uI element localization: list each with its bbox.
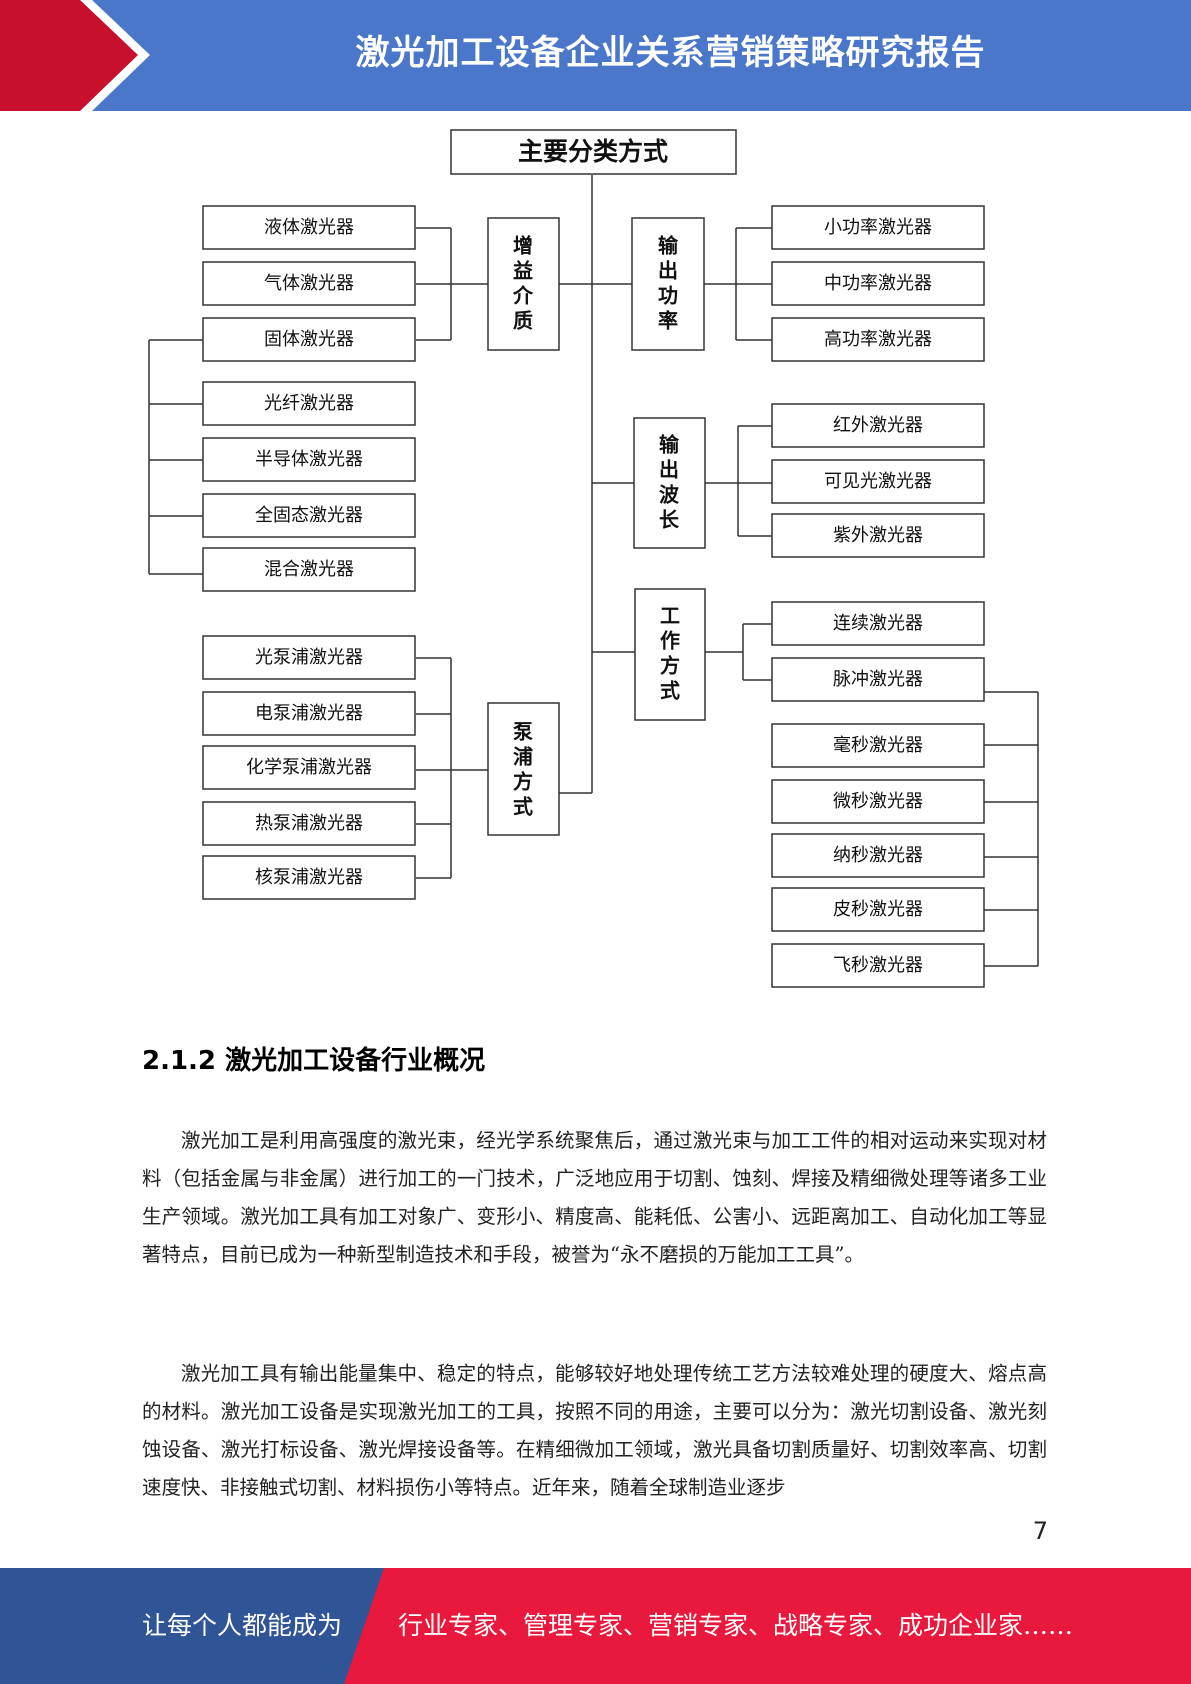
leaf-node-pump-method: 核泵浦激光器 (202, 855, 416, 900)
leaf-node-work-mode: 脉冲激光器 (771, 657, 985, 702)
leaf-node-label: 纳秒激光器 (833, 845, 923, 866)
leaf-node-label: 混合激光器 (264, 559, 354, 580)
leaf-node-output-power: 小功率激光器 (771, 205, 985, 250)
category-work-mode-label: 工作方式 (660, 603, 680, 702)
leaf-node-pump-method: 化学泵浦激光器 (202, 745, 416, 790)
footer-background (0, 1568, 1191, 1684)
diagram-root-node: 主要分类方式 (450, 129, 737, 175)
leaf-node-label: 微秒激光器 (833, 791, 923, 812)
leaf-node-gain-medium: 液体激光器 (202, 205, 416, 250)
leaf-node-label: 光泵浦激光器 (255, 647, 363, 668)
category-pump-method: 泵浦方式 (487, 702, 560, 836)
leaf-node-solid-subtypes: 光纤激光器 (202, 381, 416, 426)
leaf-node-label: 半导体激光器 (255, 449, 363, 470)
category-output-power-label: 输出功率 (658, 233, 679, 332)
leaf-node-label: 皮秒激光器 (833, 899, 923, 920)
leaf-node-output-wavelength: 紫外激光器 (771, 513, 985, 558)
page-footer: 让每个人都能成为 行业专家、管理专家、营销专家、战略专家、成功企业家…… (0, 1568, 1191, 1684)
category-output-wavelength: 输出波长 (633, 417, 706, 549)
leaf-node-label: 液体激光器 (264, 217, 354, 238)
category-work-mode: 工作方式 (634, 588, 706, 721)
category-gain-medium-label: 增益介质 (512, 233, 534, 332)
leaf-node-label: 电泵浦激光器 (255, 703, 363, 724)
leaf-node-label: 飞秒激光器 (833, 955, 923, 976)
section-heading: 2.1.2 激光加工设备行业概况 (142, 1046, 486, 1076)
leaf-node-pulse-subtypes: 毫秒激光器 (771, 723, 985, 768)
footer-slogan-left: 让每个人都能成为 (142, 1611, 343, 1640)
leaf-node-label: 高功率激光器 (824, 329, 932, 350)
leaf-node-pulse-subtypes: 飞秒激光器 (771, 943, 985, 988)
diagram-root-label: 主要分类方式 (518, 137, 668, 166)
leaf-node-pump-method: 热泵浦激光器 (202, 801, 416, 846)
leaf-node-work-mode: 连续激光器 (771, 601, 985, 646)
leaf-node-pump-method: 电泵浦激光器 (202, 691, 416, 736)
leaf-node-label: 光纤激光器 (264, 393, 354, 414)
connector-lines (148, 175, 1039, 967)
leaf-node-label: 全固态激光器 (255, 505, 363, 526)
leaf-node-solid-subtypes: 混合激光器 (202, 547, 416, 592)
leaf-node-pulse-subtypes: 纳秒激光器 (771, 833, 985, 878)
page-number: 7 (1032, 1517, 1048, 1545)
leaf-node-pulse-subtypes: 皮秒激光器 (771, 887, 985, 932)
header-arrow-decoration (0, 0, 150, 111)
leaf-node-label: 中功率激光器 (824, 273, 932, 294)
leaf-node-output-wavelength: 红外激光器 (771, 403, 985, 448)
leaf-node-pulse-subtypes: 微秒激光器 (771, 779, 985, 824)
leaf-node-label: 小功率激光器 (824, 217, 932, 238)
category-output-power: 输出功率 (631, 217, 705, 351)
category-gain-medium: 增益介质 (487, 217, 560, 351)
leaf-node-solid-subtypes: 全固态激光器 (202, 493, 416, 538)
leaf-node-label: 气体激光器 (264, 273, 354, 294)
category-pump-method-label: 泵浦方式 (513, 719, 533, 818)
leaf-node-output-wavelength: 可见光激光器 (771, 459, 985, 504)
category-output-wavelength-label: 输出波长 (659, 432, 680, 531)
leaf-node-output-power: 高功率激光器 (771, 317, 985, 362)
leaf-node-gain-medium: 固体激光器 (202, 317, 416, 362)
leaf-nodes: 液体激光器气体激光器固体激光器光纤激光器半导体激光器全固态激光器混合激光器光泵浦… (202, 205, 985, 988)
leaf-node-label: 化学泵浦激光器 (246, 757, 372, 778)
page-header: 激光加工设备企业关系营销策略研究报告 (0, 0, 1191, 111)
leaf-node-gain-medium: 气体激光器 (202, 261, 416, 306)
leaf-node-label: 热泵浦激光器 (255, 813, 363, 834)
leaf-node-label: 连续激光器 (833, 613, 923, 634)
leaf-node-label: 可见光激光器 (824, 471, 932, 492)
leaf-node-output-power: 中功率激光器 (771, 261, 985, 306)
footer-slogan-right: 行业专家、管理专家、营销专家、战略专家、成功企业家…… (398, 1611, 1074, 1640)
leaf-node-solid-subtypes: 半导体激光器 (202, 437, 416, 482)
report-title: 激光加工设备企业关系营销策略研究报告 (355, 33, 986, 73)
laser-classification-diagram: 主要分类方式 增益介质 输出功率 输出波长 工作方式 泵浦方式 液体激光器气体激… (148, 129, 1039, 988)
leaf-node-label: 脉冲激光器 (833, 669, 923, 690)
leaf-node-label: 核泵浦激光器 (255, 867, 363, 888)
leaf-node-label: 毫秒激光器 (833, 735, 923, 756)
leaf-node-label: 固体激光器 (264, 329, 354, 350)
leaf-node-pump-method: 光泵浦激光器 (202, 635, 416, 680)
body-paragraph-1: 激光加工是利用高强度的激光束，经光学系统聚焦后，通过激光束与加工工件的相对运动来… (142, 1129, 1047, 1266)
body-paragraph-2: 激光加工具有输出能量集中、稳定的特点，能够较好地处理传统工艺方法较难处理的硬度大… (142, 1362, 1047, 1499)
leaf-node-label: 紫外激光器 (833, 525, 923, 546)
leaf-node-label: 红外激光器 (833, 415, 923, 436)
